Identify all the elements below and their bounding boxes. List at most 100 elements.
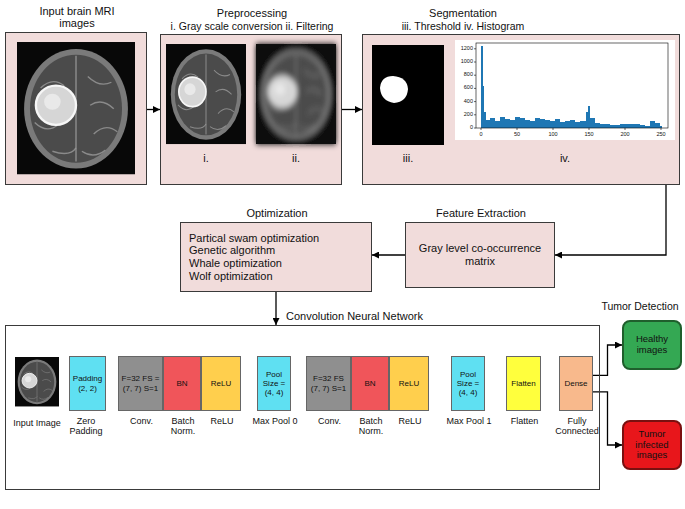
layer-caption: Conv. bbox=[307, 417, 353, 427]
heading-group: Feature Extraction bbox=[406, 207, 556, 220]
heading-text: i. Gray scale conversion ii. Filtering bbox=[152, 20, 352, 32]
heading-group: Preprocessingi. Gray scale conversion ii… bbox=[152, 7, 352, 32]
mri-image bbox=[17, 42, 135, 174]
process-box: OptimizationPartical swam optimizationGe… bbox=[180, 222, 372, 292]
axis-tick: 200 bbox=[452, 111, 473, 117]
label-text: i. bbox=[186, 152, 226, 165]
node-text: Pool Size = (4, 4) bbox=[454, 370, 482, 398]
layer-caption: Zero Padding bbox=[65, 417, 107, 437]
flow-arrow bbox=[593, 345, 622, 375]
node-text: Partical swam optimization bbox=[189, 232, 319, 245]
node-text: ReLU bbox=[399, 379, 419, 388]
flow-arrow bbox=[372, 254, 405, 255]
flow-arrow bbox=[275, 292, 276, 325]
node-text: BN bbox=[364, 379, 375, 388]
node-text: Wolf optimization bbox=[189, 270, 273, 283]
node-text: Padding (2, 2) bbox=[72, 374, 103, 392]
axis-tick: 250 bbox=[651, 131, 671, 137]
caption-group: Conv. bbox=[307, 417, 353, 427]
preprocessing-panel: Preprocessingi. Gray scale conversion ii… bbox=[160, 34, 342, 185]
input-panel: Input brain MRI images bbox=[5, 32, 147, 185]
flow-arrow bbox=[147, 109, 160, 110]
heading-text: Convolution Neural Network bbox=[286, 310, 486, 323]
axis-tick: 50 bbox=[507, 131, 527, 137]
caption-group: ReLU bbox=[202, 417, 242, 427]
node-text: Dense bbox=[564, 379, 587, 388]
flow-arrow bbox=[593, 392, 622, 445]
label-text: iv. bbox=[545, 152, 585, 165]
process-box: Feature ExtractionGray level co-occurren… bbox=[405, 222, 555, 288]
panel-ground bbox=[5, 32, 147, 185]
caption-group: Conv. bbox=[119, 417, 165, 427]
caption-group: Batch Norm. bbox=[163, 417, 203, 437]
layer-box: Padding (2, 2)Zero Padding bbox=[69, 356, 106, 411]
node-text: Pool Size = (4, 4) bbox=[260, 370, 288, 398]
caption-group: Zero Padding bbox=[65, 417, 107, 437]
layer-box: ReLUReLU bbox=[389, 356, 429, 411]
output-box: Tumor infected images bbox=[622, 420, 682, 470]
layer-box: Pool Size = (4, 4)Max Pool 1 bbox=[451, 356, 485, 411]
caption-group: Max Pool 0 bbox=[252, 417, 298, 427]
caption-group: Max Pool 1 bbox=[446, 417, 492, 427]
flow-arrow bbox=[555, 185, 666, 255]
panel-ground bbox=[160, 34, 342, 185]
output-box: Healthy images bbox=[622, 320, 682, 370]
layer-box: FlattenFlatten bbox=[506, 356, 541, 411]
layer-caption: Conv. bbox=[119, 417, 165, 427]
heading-text: Segmentation bbox=[363, 7, 563, 20]
node-text: F=32 FS (7, 7) S=1 bbox=[309, 374, 348, 392]
heading-text: iii. Threshold iv. Histogram bbox=[363, 20, 563, 32]
axis-tick: 400 bbox=[452, 98, 473, 104]
axis-tick: 0 bbox=[471, 131, 491, 137]
layer-caption: Batch Norm. bbox=[163, 417, 203, 437]
caption-group: ReLU bbox=[390, 417, 430, 427]
flow-arrow bbox=[342, 109, 362, 110]
cnn-frame: Convolution Neural NetworkPadding (2, 2)… bbox=[5, 325, 600, 490]
node-text: F=32 FS =(7, 7) S=1 bbox=[121, 374, 160, 392]
node-text: Tumor infected images bbox=[626, 429, 678, 462]
filtered-image bbox=[256, 44, 336, 144]
layer-caption: ReLU bbox=[390, 417, 430, 427]
heading-group: Input brain MRI images bbox=[27, 5, 127, 30]
threshold-image bbox=[372, 45, 444, 145]
label-text: Input Image bbox=[11, 418, 63, 428]
layer-box: F=32 FS =(7, 7) S=1Conv. bbox=[118, 356, 163, 411]
node-text: Healthy images bbox=[626, 334, 678, 356]
layer-caption: ReLU bbox=[202, 417, 242, 427]
layer-box: ReLUReLU bbox=[201, 356, 241, 411]
layer-caption: Max Pool 1 bbox=[446, 417, 492, 427]
heading-group: Segmentationiii. Threshold iv. Histogram bbox=[363, 7, 563, 32]
label-text: ii. bbox=[276, 152, 316, 165]
layer-box: F=32 FS (7, 7) S=1Conv. bbox=[306, 356, 351, 411]
node-text: Flatten bbox=[511, 379, 535, 388]
label-text: Tumor Detection bbox=[597, 300, 683, 312]
layer-box: Pool Size = (4, 4)Max Pool 0 bbox=[257, 356, 291, 411]
heading-text: Optimization bbox=[181, 207, 373, 220]
heading-text: Feature Extraction bbox=[406, 207, 556, 220]
gray-image bbox=[166, 44, 246, 144]
histogram-plot bbox=[455, 40, 675, 140]
node-text: Genetic algorithm bbox=[189, 244, 275, 257]
layer-caption: Fully Connected bbox=[554, 417, 600, 437]
caption-group: Fully Connected bbox=[554, 417, 600, 437]
axis-tick: 600 bbox=[452, 84, 473, 90]
layer-box: DenseFully Connected bbox=[559, 356, 593, 411]
panel-ground bbox=[362, 34, 680, 185]
layer-box: BNBatch Norm. bbox=[163, 356, 201, 411]
heading-group: Convolution Neural Network bbox=[286, 310, 486, 323]
layer-caption: Max Pool 0 bbox=[252, 417, 298, 427]
heading-text: Preprocessing bbox=[152, 7, 352, 20]
heading-text: Input brain MRI images bbox=[27, 5, 127, 30]
axis-tick: 200 bbox=[615, 131, 635, 137]
caption-group: Flatten bbox=[505, 417, 545, 427]
layer-caption: Batch Norm. bbox=[351, 417, 391, 437]
layer-caption: Flatten bbox=[505, 417, 545, 427]
node-text: BN bbox=[176, 379, 187, 388]
node-text: ReLU bbox=[211, 379, 231, 388]
layer-box: BNBatch Norm. bbox=[351, 356, 389, 411]
axis-tick: 1200 bbox=[452, 45, 473, 51]
caption-group: Batch Norm. bbox=[351, 417, 391, 437]
axis-tick: 100 bbox=[543, 131, 563, 137]
node-text: Gray level co-occurrence matrix bbox=[408, 242, 552, 267]
